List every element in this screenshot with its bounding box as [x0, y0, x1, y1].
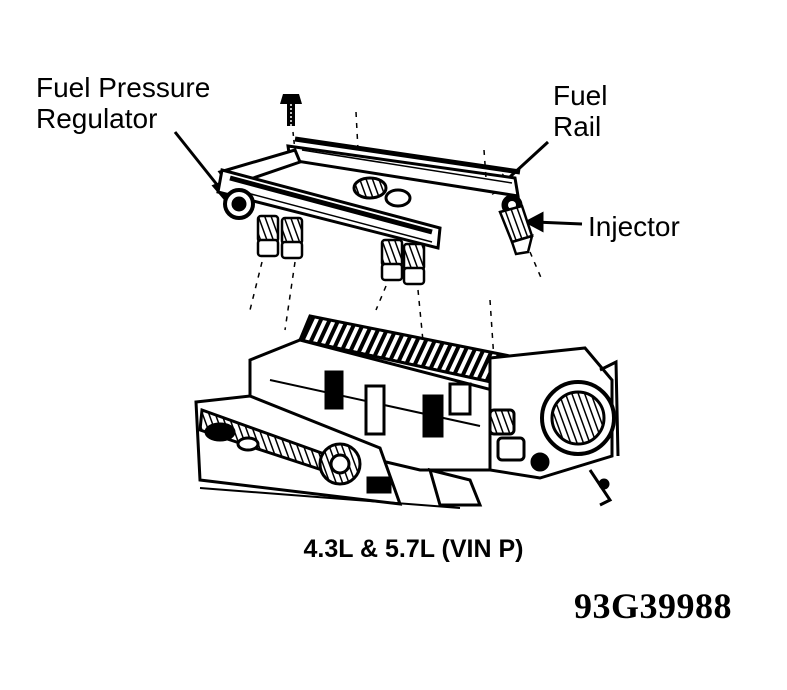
label-line: Regulator [36, 103, 158, 134]
label-line: Fuel Pressure [36, 72, 211, 103]
label-fuel-pressure-regulator: Fuel Pressure Regulator [36, 72, 210, 134]
injector [280, 216, 304, 260]
label-fuel-rail: Fuel Rail [553, 80, 607, 142]
injector [498, 204, 534, 256]
label-line: Fuel [553, 80, 608, 111]
figure-caption: 4.3L & 5.7L (VIN P) [303, 535, 524, 563]
arrow-injector [523, 211, 544, 233]
label-injector: Injector [588, 211, 680, 242]
fuel-rail-assembly [216, 136, 523, 250]
figure-id: 93G39988 [574, 586, 733, 626]
label-line: Rail [553, 111, 602, 142]
injector [402, 242, 426, 286]
injector [380, 238, 404, 282]
bolt-icon [280, 94, 302, 161]
intake-manifold [194, 314, 620, 509]
injector [256, 214, 280, 258]
injectors [256, 204, 534, 286]
